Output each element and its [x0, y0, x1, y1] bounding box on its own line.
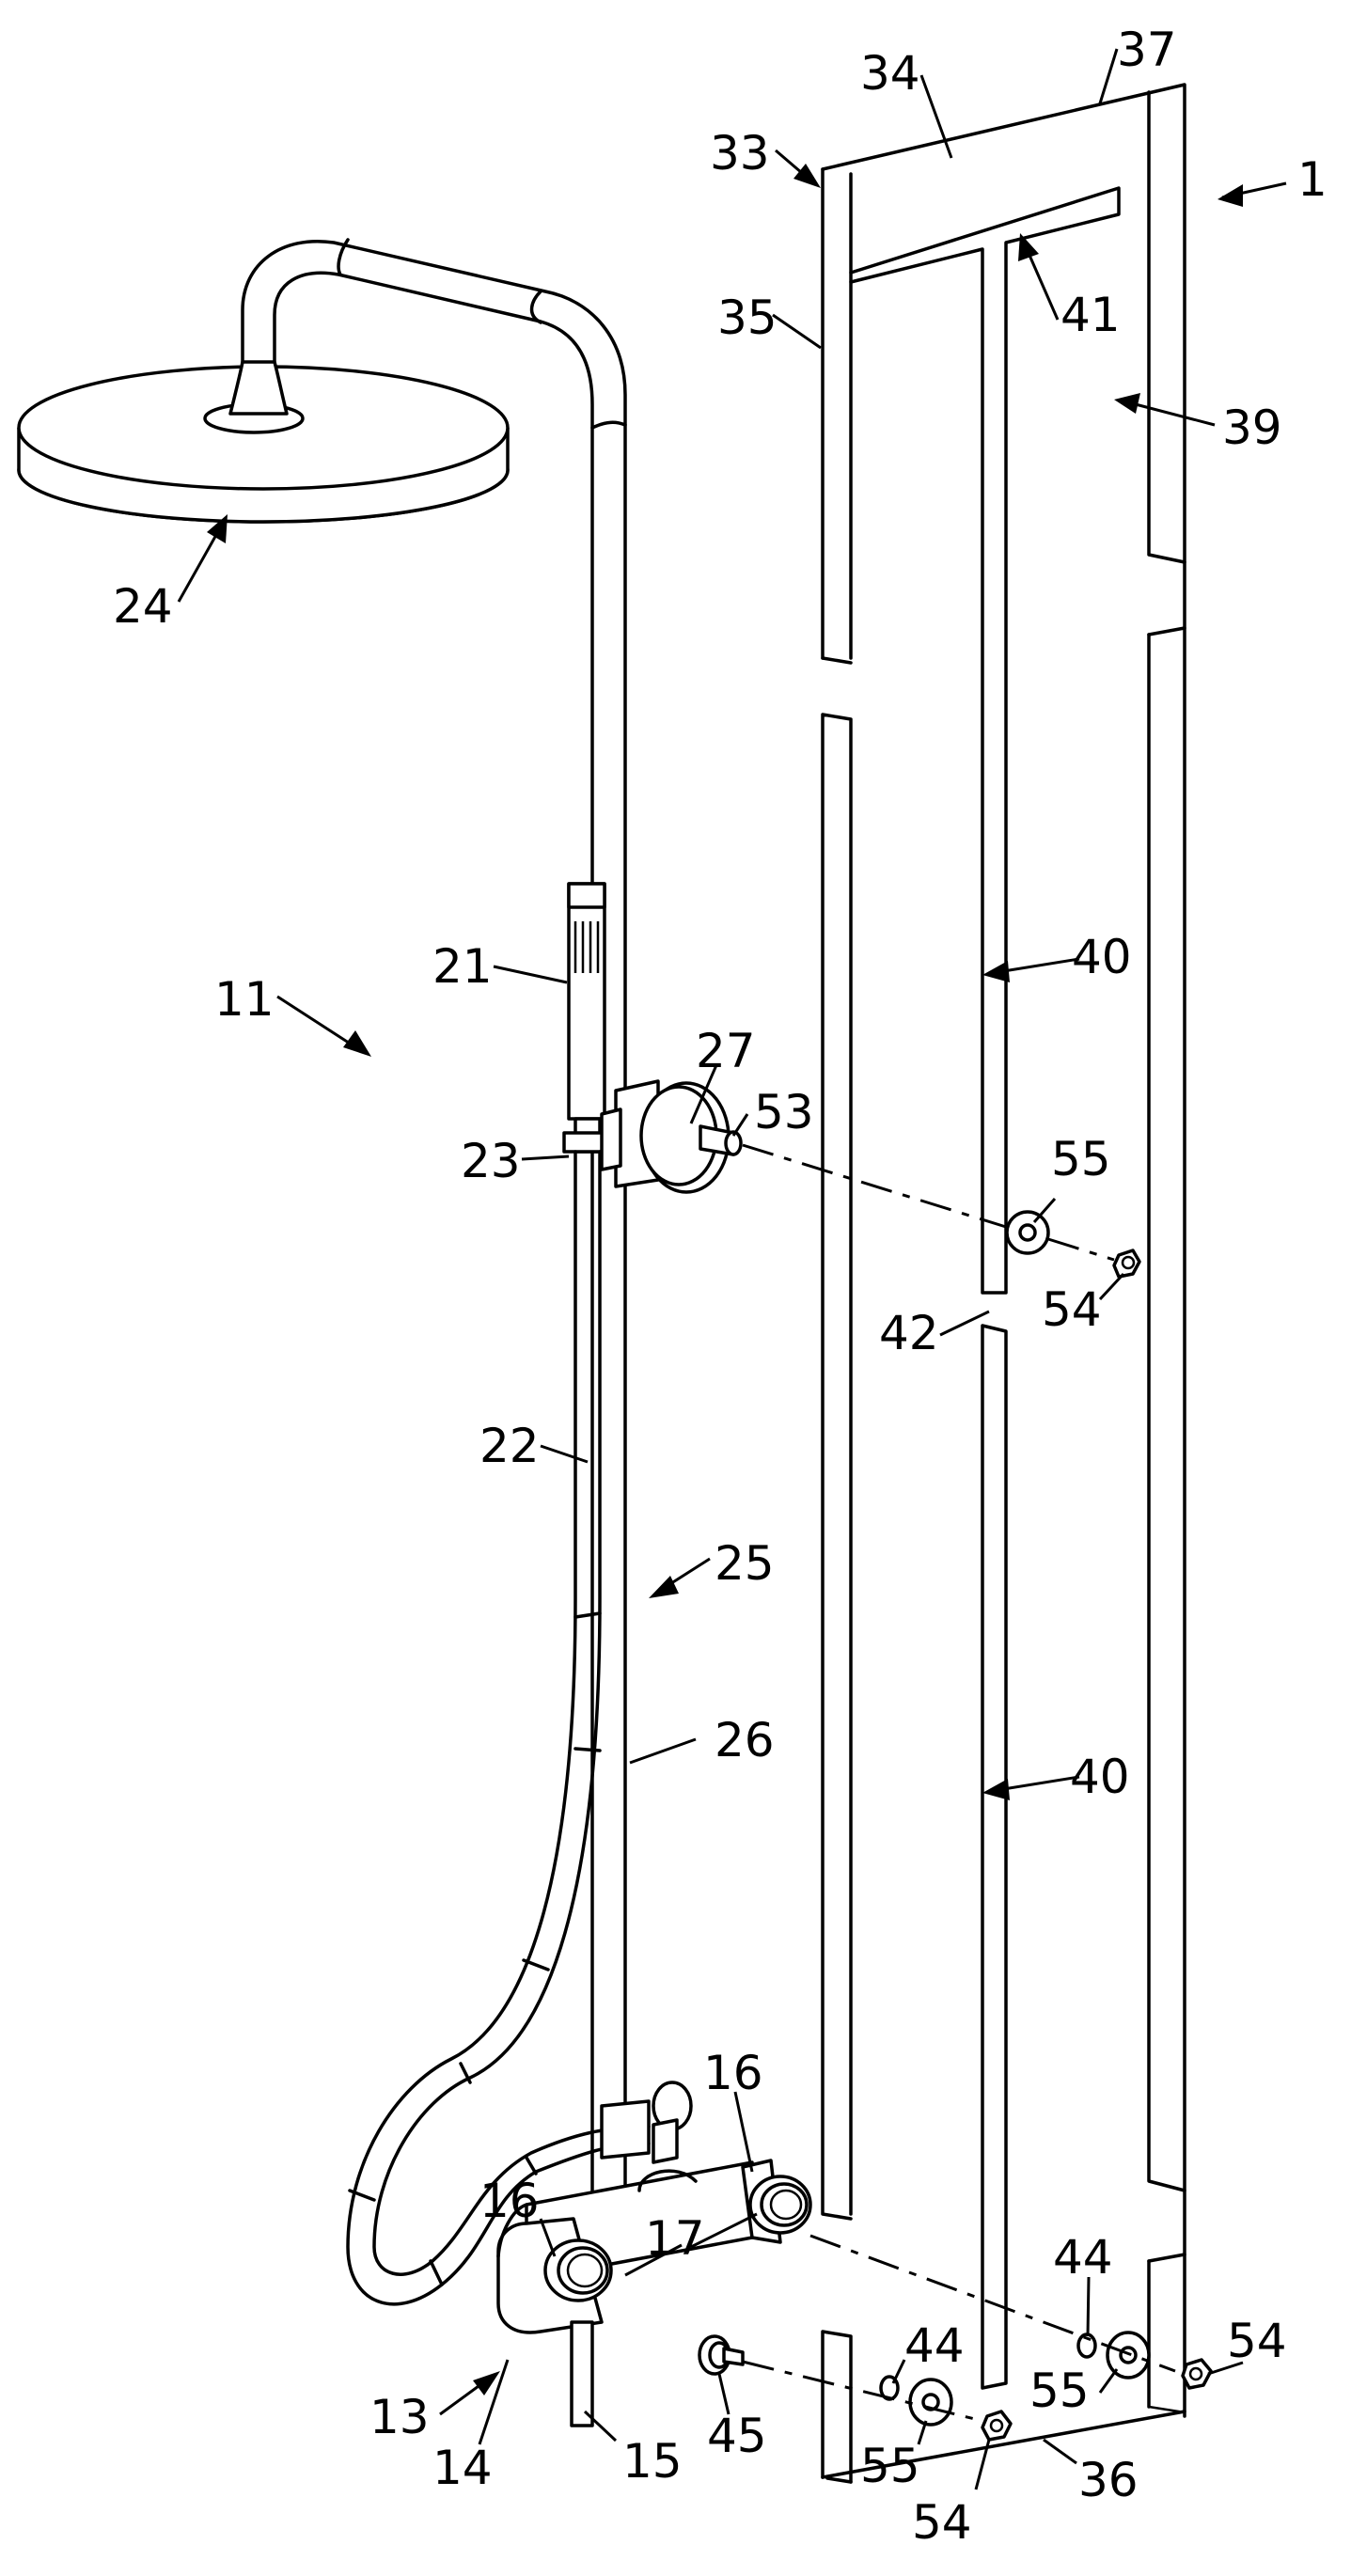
label-21: 21	[432, 939, 493, 994]
label-14: 14	[432, 2441, 493, 2495]
label-34: 34	[860, 46, 920, 101]
mixer-valve	[496, 2159, 812, 2427]
label-11: 11	[214, 972, 275, 1027]
label-44a: 44	[904, 2318, 965, 2373]
label-24: 24	[113, 579, 173, 634]
slide-bracket	[600, 1079, 743, 1194]
lower-bracket	[600, 2081, 693, 2164]
label-25: 25	[715, 1536, 775, 1591]
hose	[346, 1150, 651, 2306]
shower-arm	[241, 238, 627, 2192]
label-54b: 54	[912, 2495, 972, 2550]
label-55b: 55	[860, 2439, 920, 2493]
reference-labels: 1 11 13 14 15 16 16 17 21 22 23 24 25 26…	[113, 23, 1327, 2550]
label-53: 53	[754, 1085, 814, 1139]
fitting-45	[698, 2334, 745, 2376]
label-55c: 55	[1029, 2364, 1090, 2418]
label-13: 13	[369, 2390, 430, 2444]
label-22: 22	[479, 1419, 540, 1473]
label-1: 1	[1297, 152, 1327, 207]
label-39: 39	[1222, 401, 1282, 455]
label-40b: 40	[1070, 1750, 1130, 1804]
label-33: 33	[710, 126, 770, 181]
label-42: 42	[879, 1306, 939, 1360]
label-55a: 55	[1051, 1132, 1111, 1186]
label-15: 15	[622, 2434, 683, 2489]
label-36: 36	[1078, 2453, 1139, 2507]
label-54c: 54	[1227, 2314, 1287, 2368]
label-41: 41	[1060, 288, 1121, 342]
hand-shower	[562, 882, 613, 1154]
leader-lines	[177, 48, 1287, 2490]
label-37: 37	[1117, 23, 1177, 77]
mounting-panel	[821, 83, 1186, 2484]
label-45: 45	[707, 2409, 767, 2463]
label-16a: 16	[703, 2046, 763, 2100]
label-40a: 40	[1072, 930, 1132, 984]
label-23: 23	[461, 1134, 521, 1188]
label-35: 35	[717, 291, 778, 345]
label-26: 26	[715, 1713, 775, 1767]
hardware	[879, 1210, 1213, 2442]
label-27: 27	[696, 1024, 756, 1078]
shower-head	[17, 360, 510, 524]
label-54a: 54	[1042, 1282, 1102, 1337]
label-16b: 16	[479, 2174, 540, 2228]
alignment-lines	[742, 1143, 1176, 2423]
label-17: 17	[645, 2211, 705, 2266]
label-44b: 44	[1053, 2230, 1113, 2285]
